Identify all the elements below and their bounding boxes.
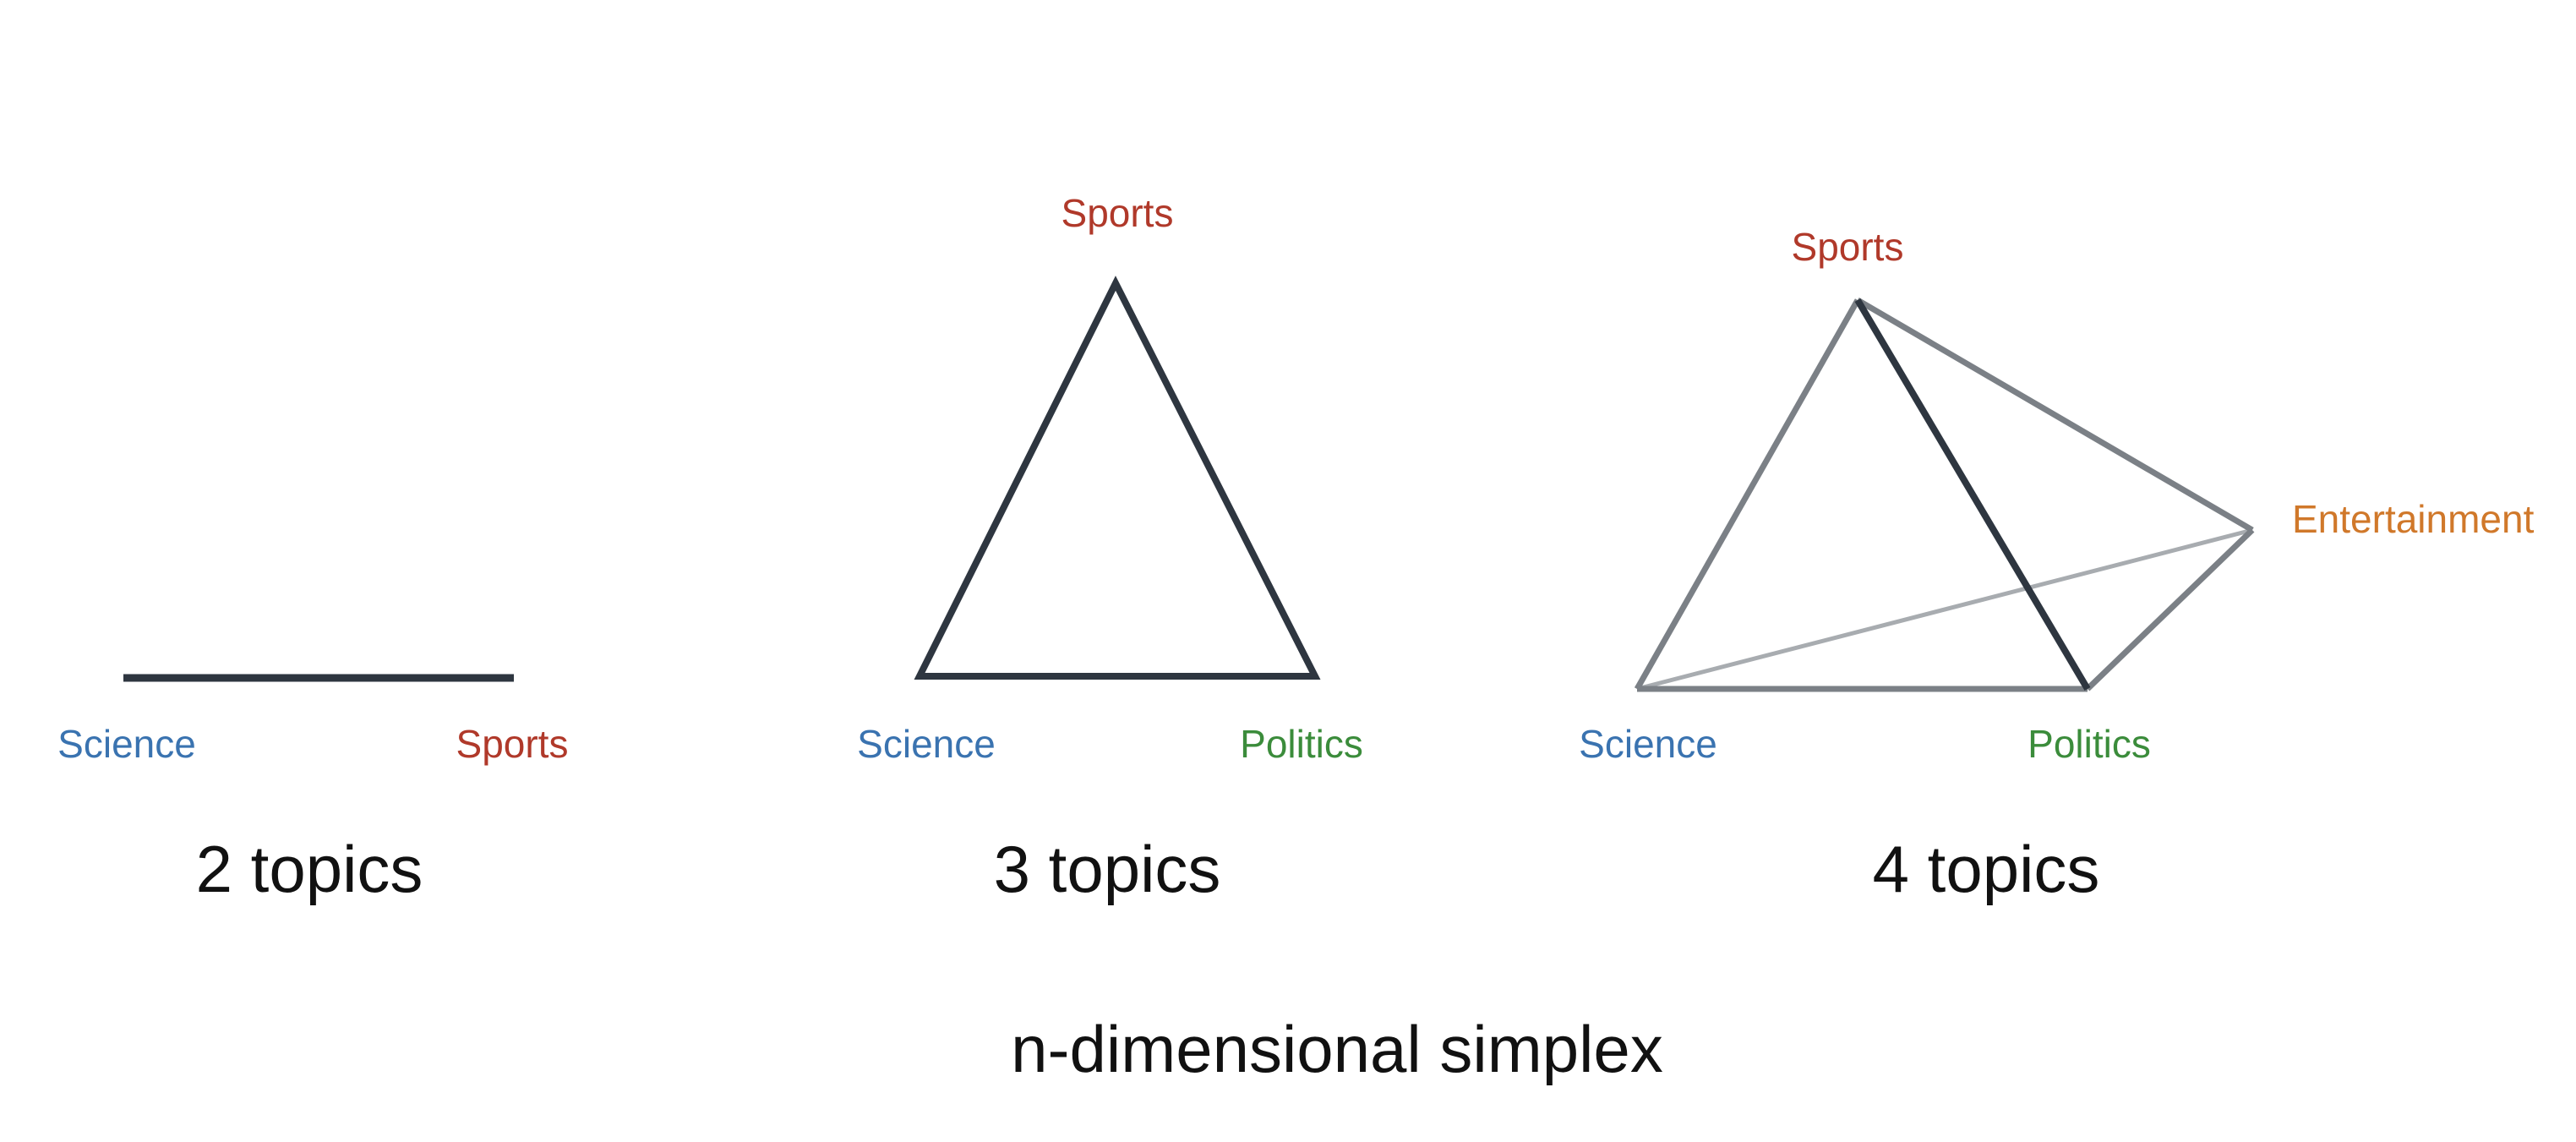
vertex-label-science: Science — [57, 722, 196, 766]
triangle-outline — [914, 276, 1321, 680]
vertex-label-politics: Politics — [2028, 722, 2151, 766]
vertex-label-sports: Sports — [1792, 225, 1904, 269]
vertex-label-sports: Sports — [456, 722, 569, 766]
simplex-4-topics: Sports Entertainment Science Politics 4 … — [1579, 225, 2534, 906]
footer-title: n-dimensional simplex — [1011, 1012, 1663, 1086]
vertex-label-sports: Sports — [1062, 191, 1174, 235]
caption-4-topics: 4 topics — [1873, 832, 2100, 906]
vertex-label-science: Science — [857, 722, 996, 766]
simplex-2-topics: Science Sports 2 topics — [57, 674, 569, 906]
edge-politics-entertainment — [2085, 527, 2255, 691]
edge-sports-science — [1634, 298, 1861, 691]
vertex-label-science: Science — [1579, 722, 1717, 766]
simplex-3-topics: Sports Science Politics 3 topics — [857, 191, 1363, 906]
vertex-label-politics: Politics — [1240, 722, 1363, 766]
caption-3-topics: 3 topics — [994, 832, 1221, 906]
edge-sports-entertainment — [1856, 297, 2254, 533]
edge-sports-politics — [1854, 298, 2091, 691]
vertex-label-entertainment: Entertainment — [2292, 497, 2535, 541]
caption-2-topics: 2 topics — [196, 832, 423, 906]
edge-science-entertainment — [1636, 527, 2253, 691]
